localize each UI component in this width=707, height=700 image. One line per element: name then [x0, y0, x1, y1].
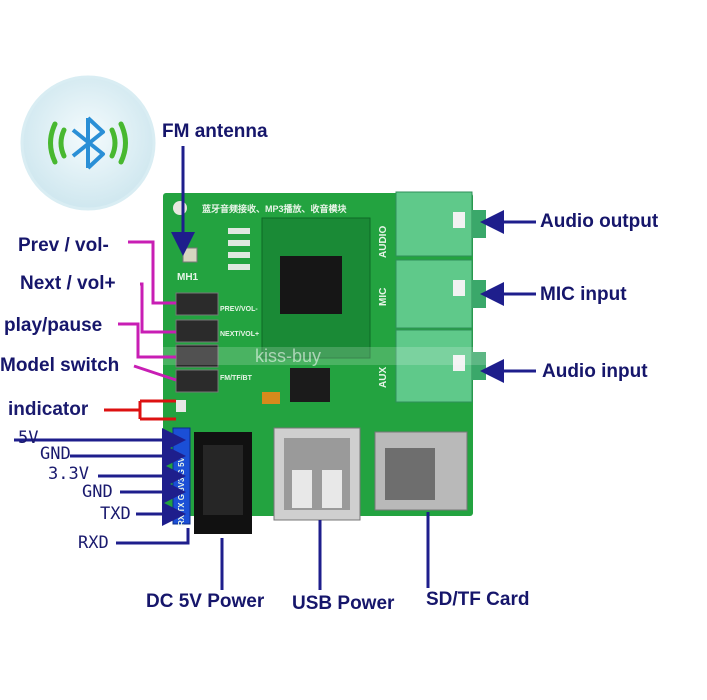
label-audio-input: Audio input — [542, 361, 648, 382]
label-mic-input: MIC input — [540, 284, 627, 305]
bluetooth-icon — [20, 75, 156, 211]
mh1-silk: MH1 — [177, 272, 199, 283]
label-prev-vol: Prev / vol- — [18, 235, 109, 256]
pin-label-3v3: 3.3V — [48, 464, 89, 484]
label-sd-card: SD/TF Card — [426, 589, 530, 610]
watermark-text: kiss-buy — [255, 346, 321, 366]
pin-label-gnd-2: GND — [82, 482, 113, 502]
label-model-switch: Model switch — [0, 355, 120, 376]
next-silk: NEXT/VOL+ — [220, 331, 259, 338]
aux-silk: AUX — [378, 367, 389, 388]
pin-label-rxd: RXD — [78, 533, 109, 553]
label-next-vol: Next / vol+ — [20, 273, 116, 294]
buttons — [175, 292, 219, 393]
prev-silk: PREV/VOL- — [220, 306, 258, 313]
audio-silk: AUDIO — [378, 226, 389, 258]
board-title-silk: 蓝牙音频接收、MP3播放、收音模块 — [202, 203, 348, 214]
label-audio-output: Audio output — [540, 211, 659, 232]
label-fm-antenna: FM antenna — [162, 121, 268, 142]
audio-jacks — [395, 191, 486, 403]
label-usb-power: USB Power — [292, 593, 395, 614]
label-indicator: indicator — [8, 399, 89, 420]
mic-silk: MIC — [378, 288, 389, 306]
pin-label-txd: TXD — [100, 504, 131, 524]
pin-label-5v: 5V — [18, 428, 39, 448]
fm-silk: FM/TF/BT — [220, 375, 253, 382]
label-dc-power: DC 5V Power — [146, 591, 265, 612]
antenna-pad — [182, 247, 198, 263]
pin-label-gnd-1: GND — [40, 444, 71, 464]
label-play-pause: play/pause — [4, 315, 103, 336]
